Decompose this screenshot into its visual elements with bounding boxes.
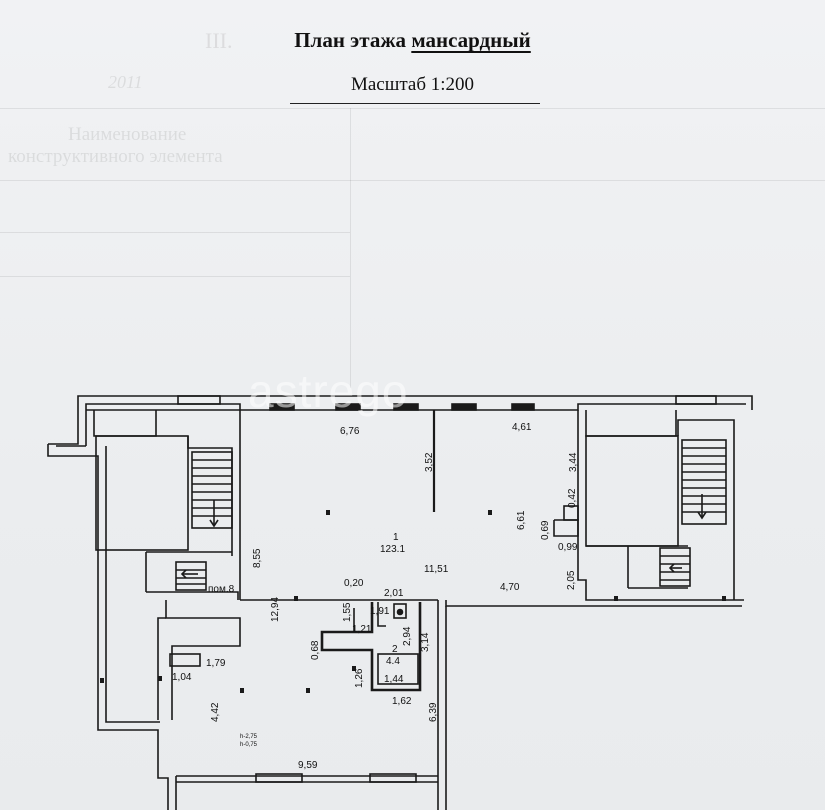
dim-label: 1,04 <box>172 672 192 683</box>
outer-wall <box>48 395 753 445</box>
dim-label: 0,68 <box>310 640 321 660</box>
room-2-wall <box>320 602 422 692</box>
room-area: 4.4 <box>386 656 400 667</box>
title-floor: мансардный <box>411 28 531 52</box>
dim-label: 0,42 <box>567 488 578 508</box>
dim-label: 6,76 <box>340 426 360 437</box>
dim-label: 2,94 <box>402 626 413 646</box>
partition <box>146 591 239 600</box>
fixture <box>393 603 407 619</box>
wall-block <box>269 403 295 411</box>
wall-block <box>451 403 477 411</box>
outer-wall <box>47 444 169 810</box>
window <box>177 395 221 405</box>
dim-label: 1,44 <box>384 674 404 685</box>
dim-label: 2,05 <box>566 570 577 590</box>
wall-block <box>335 403 361 411</box>
dim-label: 1,79 <box>206 658 226 669</box>
window <box>369 773 417 783</box>
dim-label: 3,44 <box>568 452 579 472</box>
partition <box>157 617 166 720</box>
wall-block <box>511 403 535 411</box>
room-2-inner <box>377 653 419 685</box>
wall-block <box>393 403 419 411</box>
dim-label: 4,42 <box>210 702 221 722</box>
dim-label: 1,62 <box>392 696 412 707</box>
dim-label: 4,70 <box>500 582 520 593</box>
scale-label: Масштаб 1:200 <box>350 74 475 95</box>
room-number: 1 <box>393 532 399 543</box>
page-title: План этажа мансардный <box>0 28 825 53</box>
partition <box>165 600 241 720</box>
partition <box>93 410 157 437</box>
dim-label: 2,01 <box>384 588 404 599</box>
partition <box>585 410 677 437</box>
header-divider <box>290 103 540 104</box>
partition <box>86 409 241 600</box>
ghost-col-1: Наименование <box>68 124 187 145</box>
ghost-rule <box>350 108 351 388</box>
dim-label: 1,91 <box>370 606 390 617</box>
room-label: пом.8 <box>208 584 235 595</box>
outer-wall <box>445 600 742 607</box>
room-wall <box>95 435 189 551</box>
window <box>255 773 303 783</box>
dim-label: 1,55 <box>342 602 353 622</box>
partition <box>187 436 233 556</box>
column-markers <box>100 510 726 693</box>
dim-label: 3,52 <box>424 452 435 472</box>
dim-label: 11,51 <box>424 564 449 575</box>
dim-label: 6,39 <box>428 702 439 722</box>
dim-label: 6,61 <box>516 510 527 530</box>
outer-wall <box>105 446 160 723</box>
dim-label: 0,69 <box>540 520 551 540</box>
ghost-roman: III. <box>205 28 233 53</box>
watermark: astrego <box>248 365 409 417</box>
ghost-rule <box>0 108 825 109</box>
dim-label: 3,14 <box>420 632 431 652</box>
ghost-rule <box>0 232 350 233</box>
partition <box>677 419 735 600</box>
stairs-left <box>175 451 233 591</box>
ghost-col-2: конструктивного элемента <box>8 146 223 167</box>
dim-label: 0,20 <box>344 578 364 589</box>
window <box>675 395 717 405</box>
room-2-inner <box>377 602 386 627</box>
dim-label: 4,61 <box>512 422 532 433</box>
shaft <box>553 519 579 537</box>
room-number: 2 <box>392 644 398 655</box>
dim-label: 9,59 <box>298 760 318 771</box>
ghost-year: 2011 <box>108 72 143 92</box>
dim-label: 8,55 <box>252 548 263 568</box>
room-wall <box>585 435 679 547</box>
fixture <box>396 608 404 616</box>
stairs-right <box>659 439 727 587</box>
dim-label: 1,21 <box>352 624 372 635</box>
dim-label: 0,99 <box>558 542 578 553</box>
title-prefix: План этажа <box>294 28 407 52</box>
height-label: h-0,75 <box>240 742 258 748</box>
ghost-rule <box>0 180 825 181</box>
niche <box>169 653 201 667</box>
ghost-rule <box>0 276 350 277</box>
dim-label: 1,26 <box>354 668 365 688</box>
room-area: 123.1 <box>380 544 405 555</box>
height-label: h-2,75 <box>240 734 258 740</box>
dim-label: 12,94 <box>270 597 281 622</box>
